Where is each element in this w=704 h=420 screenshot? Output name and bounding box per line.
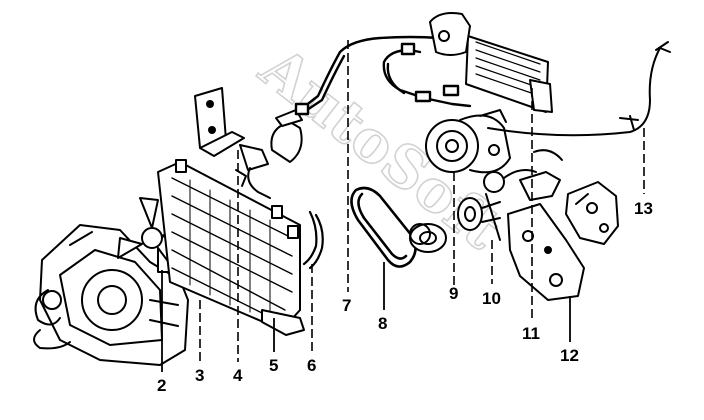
callout-11: 11 bbox=[522, 324, 540, 343]
callout-3: 3 bbox=[195, 366, 204, 385]
mounting-bracket bbox=[507, 149, 585, 301]
compressor bbox=[425, 109, 511, 174]
callout-9: 9 bbox=[449, 284, 458, 303]
idler-pulley bbox=[409, 223, 447, 253]
callout-5: 5 bbox=[269, 356, 278, 375]
condenser bbox=[157, 159, 305, 336]
callout-4: 4 bbox=[233, 366, 243, 385]
callout-7: 7 bbox=[342, 296, 351, 315]
callout-8: 8 bbox=[378, 314, 387, 333]
leader-lines bbox=[161, 40, 645, 372]
callout-13: 13 bbox=[634, 199, 653, 218]
callout-12: 12 bbox=[560, 346, 579, 365]
support-bracket bbox=[565, 181, 619, 245]
callout-10: 10 bbox=[482, 289, 501, 308]
callout-2: 2 bbox=[157, 376, 166, 395]
evaporator bbox=[429, 12, 553, 113]
callout-6: 6 bbox=[307, 356, 316, 375]
receiver-drier bbox=[194, 87, 303, 199]
tensioner bbox=[457, 169, 537, 241]
callout-labels: 2 3 4 5 6 7 8 9 10 11 12 13 bbox=[157, 199, 653, 395]
hose bbox=[302, 210, 324, 270]
drive-belt bbox=[350, 186, 417, 268]
fan-shroud bbox=[33, 224, 189, 366]
refrigerant-line bbox=[294, 35, 472, 116]
wire-harness bbox=[487, 41, 671, 137]
